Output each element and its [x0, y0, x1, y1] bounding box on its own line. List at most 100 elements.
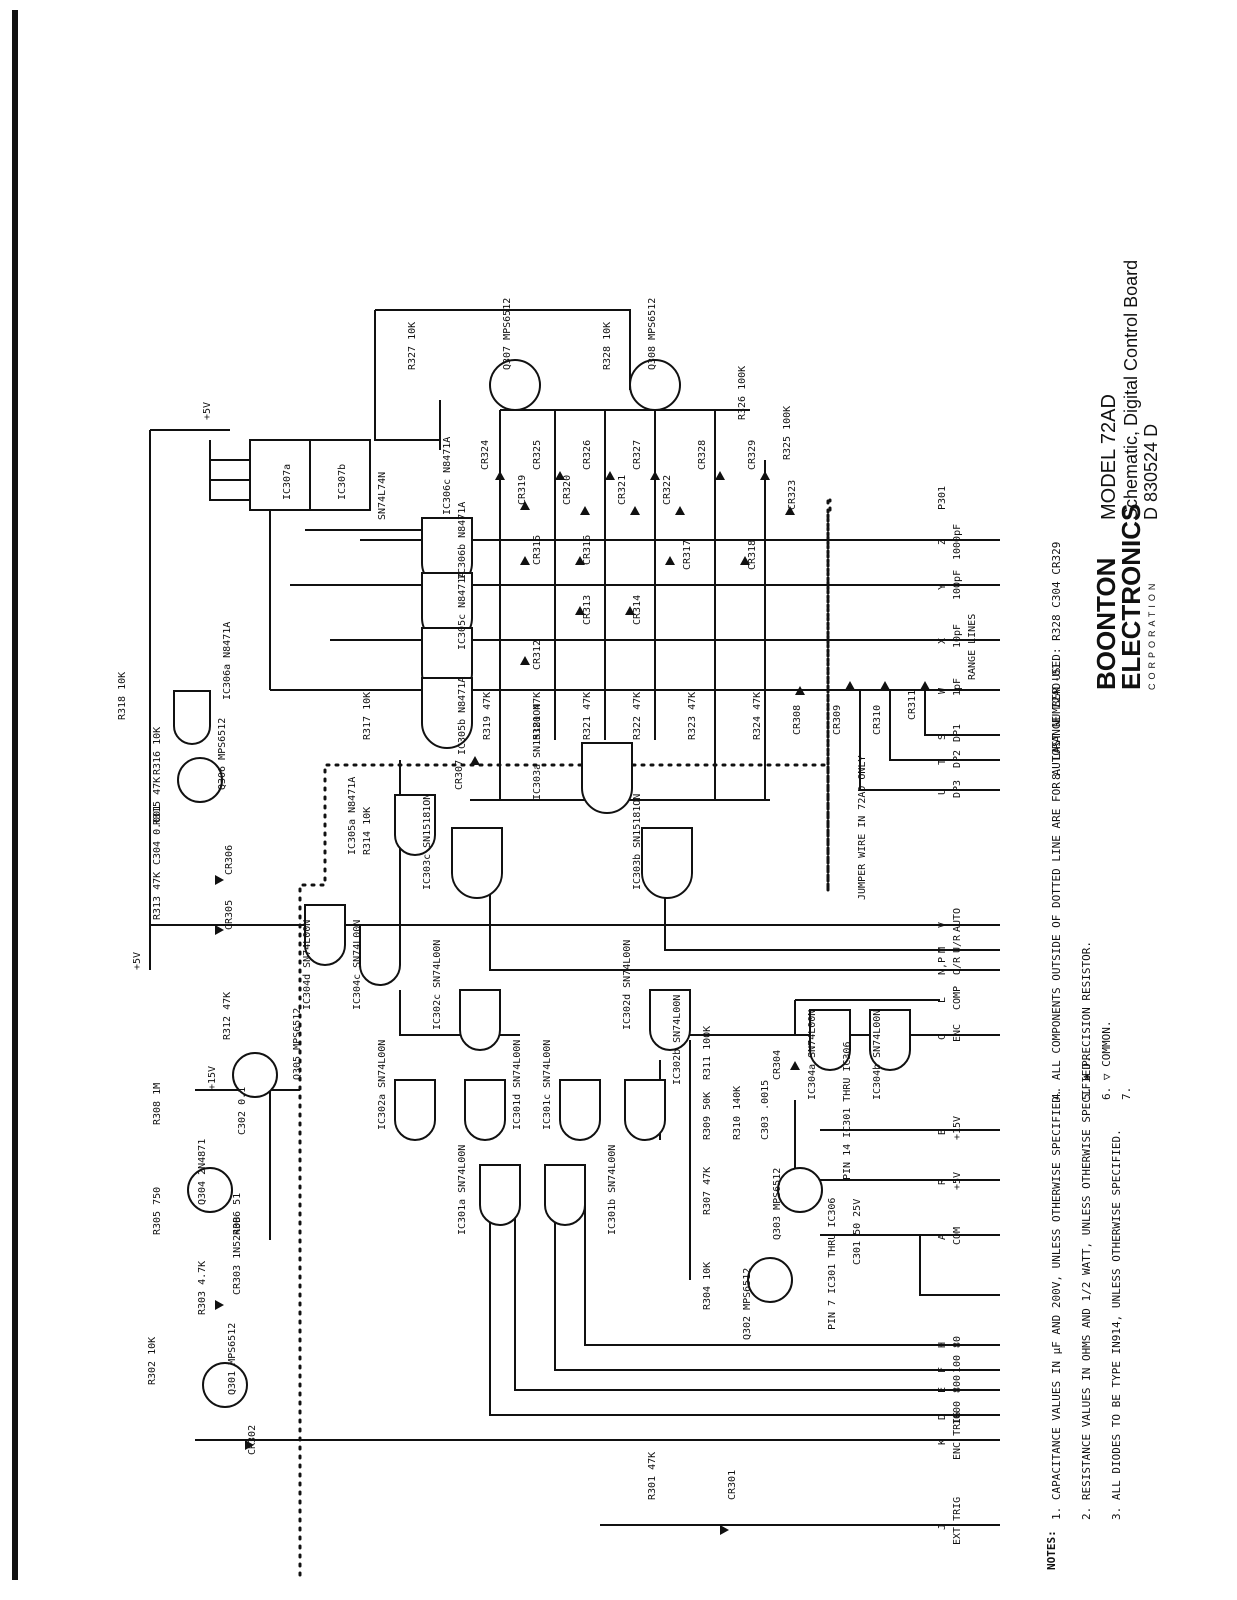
ic307-part-label: SN74L74N: [377, 472, 388, 520]
ic304c-label: IC304c SN74L00N: [352, 920, 363, 1010]
cr319-label: CR319: [517, 475, 528, 505]
q302-label: Q302 MPS6512: [742, 1268, 753, 1340]
logic-gates: [173, 439, 911, 1226]
r303-label: R303 4.7K: [197, 1261, 208, 1315]
q306-label: Q306 MPS6512: [217, 718, 228, 790]
p301-label: P301: [937, 486, 948, 510]
ic302d-label: IC302d SN74L00N: [622, 940, 633, 1030]
title-block: BOONTON ELECTRONICS CORPORATION MODEL 72…: [1091, 260, 1161, 690]
r318-label: R318 10K: [117, 672, 128, 720]
pin-f-label: 100: [952, 1355, 963, 1373]
binding-edge: [12, 10, 18, 1580]
pin-h: H: [937, 1342, 948, 1348]
brand-line2: ELECTRONICS: [1116, 504, 1146, 690]
pin-c: C: [937, 1034, 948, 1040]
r315-label: R315 47K: [152, 777, 163, 825]
q308-label: Q308 MPS6512: [647, 298, 658, 370]
cr308-label: CR308: [792, 705, 803, 735]
pin-w: W: [937, 687, 948, 694]
r316-label: R316 10K: [152, 727, 163, 775]
r301-label: R301 47K: [647, 1452, 658, 1500]
pin-d: D: [937, 1414, 948, 1420]
pin-j: J: [937, 1524, 948, 1530]
c302-label: C302 0.1: [237, 1087, 248, 1135]
pin-z-label: 1000pF: [952, 524, 963, 560]
cr325-label: CR325: [532, 440, 543, 470]
rail-15v: +15V: [207, 1066, 218, 1090]
pin-d-label: 1000: [952, 1401, 963, 1425]
r322-label: R322 47K: [632, 692, 643, 740]
pin-k: K: [937, 1439, 948, 1445]
pin-np-label: O/R: [952, 956, 963, 975]
ic307b-label: IC307b: [337, 464, 348, 500]
r317-label: R317 10K: [362, 692, 373, 740]
note-3: 3. ALL DIODES TO BE TYPE IN914, UNLESS O…: [1110, 1129, 1123, 1520]
r306-label: R306 51: [232, 1193, 243, 1235]
pin-a: A: [937, 1234, 948, 1240]
cr321-label: CR321: [617, 475, 628, 505]
cr329-label: CR329: [747, 440, 758, 470]
note-1: 1. CAPACITANCE VALUES IN μF AND 200V, UN…: [1050, 1090, 1063, 1520]
cr312-label: CR312: [532, 640, 543, 670]
cr315-label: CR315: [532, 535, 543, 565]
ic301c-label: IC301c SN74L00N: [542, 1040, 553, 1130]
c303-label: C303 .0015: [760, 1080, 771, 1140]
pin-r: R: [937, 1178, 948, 1185]
notes-heading: NOTES:: [1045, 1530, 1058, 1570]
pin-l: L: [937, 997, 948, 1003]
ic306c-label: IC306c N8471A: [442, 437, 453, 515]
r308-label: R308 1M: [152, 1083, 163, 1125]
pin-t-label: DP2: [952, 750, 963, 768]
pin-b: B: [937, 1129, 948, 1135]
pin-c-label: ENC: [952, 1024, 963, 1042]
ic307b-block: [309, 439, 371, 511]
cr309-label: CR309: [832, 705, 843, 735]
ic301b-label: IC301b SN74L00N: [607, 1145, 618, 1235]
r327-label: R327 10K: [407, 322, 418, 370]
r319-label: R319 47K: [482, 692, 493, 740]
ic305a-label: IC305a N8471A: [347, 777, 358, 855]
r314-label: R314 10K: [362, 807, 373, 855]
pin-t: T: [937, 759, 948, 765]
q307-label: Q307 MPS6512: [502, 298, 513, 370]
r302-label: R302 10K: [147, 1337, 158, 1385]
pin-u: U: [937, 789, 948, 795]
q304-label: Q304 2N4871: [197, 1139, 208, 1205]
pin-h-label: 80: [952, 1336, 963, 1348]
ic303c-label: IC303c SN15181ON: [422, 794, 433, 890]
ic302b-label: IC302b SN74L00N: [672, 995, 683, 1085]
ic305b-label: IC305b N8471A: [457, 677, 468, 755]
cr327-label: CR327: [632, 440, 643, 470]
r320-label: R320 47K: [532, 692, 543, 740]
cr318-label: CR318: [747, 540, 758, 570]
r305-label: R305 750: [152, 1187, 163, 1235]
ic306b-label: IC306b N8471A: [457, 502, 468, 580]
r313-label: R313 47K: [152, 872, 163, 920]
ic307a-label: IC307a: [282, 464, 293, 500]
ic305c-label: IC305c N8471A: [457, 572, 468, 650]
cr311-label: CR311: [907, 690, 918, 720]
cr322-label: CR322: [662, 475, 673, 505]
pin-l-label: COMP: [952, 986, 963, 1010]
brand-line1: BOONTON: [1091, 558, 1121, 690]
brand-sub: CORPORATION: [1147, 580, 1157, 690]
r311-label: R311 100K: [702, 1026, 713, 1080]
note-2: 2. RESISTANCE VALUES IN OHMS AND 1/2 WAT…: [1080, 1056, 1093, 1520]
pin-r-label: +5V: [952, 1172, 963, 1190]
cr323-label: CR323: [787, 480, 798, 510]
transistors: [177, 359, 823, 1408]
r312-label: R312 47K: [222, 992, 233, 1040]
ic301a-label: IC301a SN74L00N: [457, 1145, 468, 1235]
cr328-label: CR328: [697, 440, 708, 470]
cr316-label: CR316: [582, 535, 593, 565]
q305-label: Q305 MPS6512: [292, 1008, 303, 1080]
r321-label: R321 47K: [582, 692, 593, 740]
pin-m-label: U/R: [952, 934, 963, 953]
r310-label: R310 140K: [732, 1086, 743, 1140]
pin-np: N,P: [937, 957, 948, 975]
pin14-note: PIN 14 IC301 THRU IC306: [842, 1042, 853, 1180]
rail-5v-top: +5V: [202, 402, 213, 420]
pin-s-label: DP1: [952, 724, 963, 742]
ic306a-label: IC306a N8471A: [222, 622, 233, 700]
